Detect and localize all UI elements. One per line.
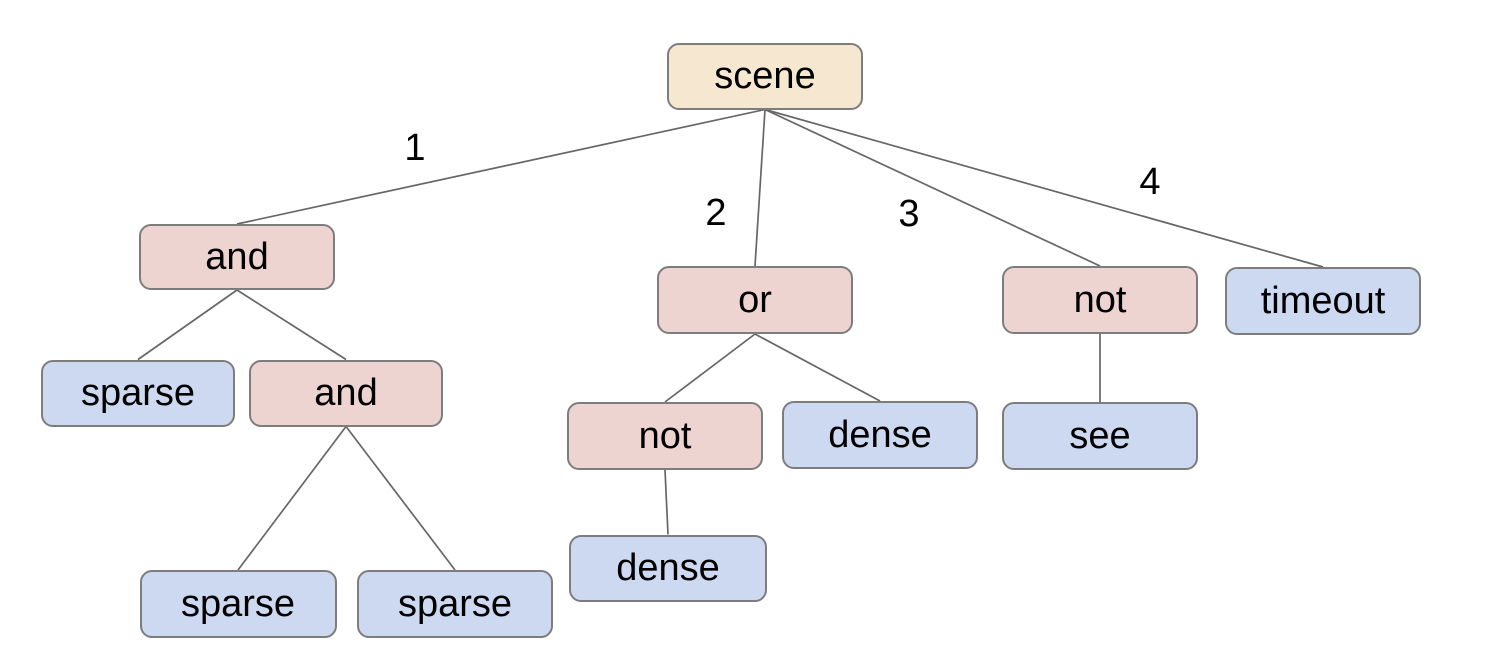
edge-scene-and1 — [236, 108, 766, 225]
node-sparse3: sparse — [357, 570, 553, 638]
node-or1: or — [657, 266, 853, 334]
node-scene: scene — [667, 42, 863, 110]
edge-label-3: 3 — [898, 193, 920, 235]
node-dense2: dense — [569, 534, 767, 602]
node-see: see — [1002, 402, 1198, 470]
node-not2: not — [567, 402, 763, 470]
edge-or1-dense1 — [754, 333, 881, 402]
edge-scene-not1 — [764, 108, 1101, 267]
edge-or1-not2 — [664, 333, 756, 403]
node-sparse1: sparse — [41, 359, 235, 427]
node-and1: and — [139, 224, 335, 290]
edge-scene-timeout — [764, 108, 1324, 268]
node-dense1: dense — [782, 401, 978, 469]
edge-and1-and2 — [236, 289, 347, 361]
edge-label-4: 4 — [1139, 161, 1161, 203]
node-timeout: timeout — [1225, 267, 1421, 335]
edge-label-1: 1 — [404, 127, 426, 169]
node-not1: not — [1002, 266, 1198, 334]
edge-not2-dense2 — [664, 469, 669, 535]
edge-label-2: 2 — [705, 192, 727, 234]
edge-and1-sparse1 — [137, 289, 238, 361]
edge-and2-sparse3 — [345, 425, 456, 571]
edge-and2-sparse2 — [237, 425, 347, 571]
edge-scene-or1 — [754, 109, 766, 267]
node-sparse2: sparse — [139, 570, 337, 638]
node-and2: and — [249, 359, 443, 427]
